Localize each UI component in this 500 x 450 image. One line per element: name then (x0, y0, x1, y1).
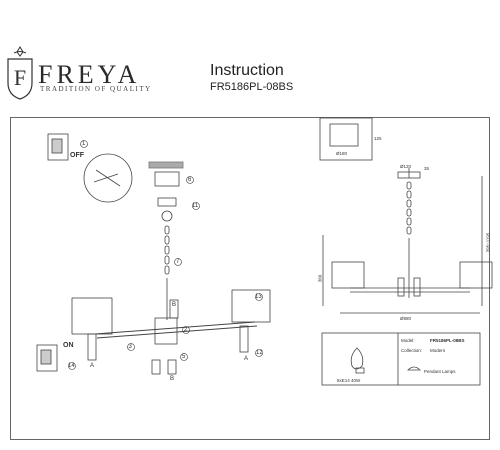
bulb-icon (350, 347, 364, 370)
document-title: Instruction (210, 62, 284, 79)
spec-collection-label: Collection: (401, 348, 423, 353)
part-b-lower: B (170, 376, 175, 382)
center-hub (154, 317, 178, 345)
part-a-right: A (244, 356, 249, 362)
marker-11: 11 (192, 203, 199, 209)
brand-tagline: TRADITION OF QUALITY (40, 85, 152, 93)
brand-logo: F (7, 46, 33, 100)
dim-canopy-diameter: Ø180 (336, 151, 348, 156)
dim-left-shade (331, 261, 365, 289)
brand-name: FREYA (38, 60, 141, 89)
switch-box-on (36, 344, 58, 372)
marker-1: 1 (82, 141, 86, 147)
instruction-frame (10, 117, 490, 440)
dim-canopy-height: 125 (374, 136, 382, 141)
lamp-arms (94, 321, 258, 339)
marker-13: 13 (255, 294, 262, 300)
dim-right-shade (459, 261, 493, 289)
spec-bulb: 8xE14 40W (337, 378, 361, 383)
dim-top-diameter: Ø120 (400, 164, 412, 169)
spec-type: Pendant Lamps (424, 369, 456, 374)
pendant-lamp-icon (407, 366, 421, 371)
marker-2: 2 (184, 327, 188, 333)
spec-model-label: Model: (401, 338, 415, 343)
dimension-drawing (319, 117, 493, 386)
part-b-upper: B (172, 302, 177, 308)
spec-collection-value: Modern (430, 348, 446, 353)
spec-box (321, 332, 481, 386)
marker-3: 3 (128, 344, 132, 350)
step-markers (68, 140, 263, 370)
marker-5: 5 (182, 354, 186, 360)
dim-body-height: 360 (317, 274, 323, 283)
ceiling (148, 161, 184, 169)
marker-6: 6 (188, 177, 192, 183)
switch-off-label: OFF (70, 152, 84, 159)
chain (164, 225, 170, 275)
model-number: FR5186PL-08BS (210, 81, 294, 93)
canopy-top-view (319, 117, 373, 161)
wiring-detail-circle (83, 153, 133, 203)
right-candle (239, 325, 249, 353)
switch-on-label: ON (63, 342, 74, 349)
ceiling-bracket (154, 171, 180, 187)
dim-cap: 35 (424, 166, 430, 171)
left-shade (71, 297, 113, 335)
left-candle (87, 333, 97, 361)
marker-7: 7 (176, 259, 180, 265)
marker-12: 12 (256, 350, 263, 356)
dim-height-range: 395~1195 (485, 232, 491, 253)
marker-14: 14 (68, 363, 75, 369)
part-a-left: A (90, 363, 95, 369)
svg-text:F: F (14, 65, 26, 90)
dim-width: Ø880 (400, 316, 412, 321)
canopy (157, 197, 177, 207)
switch-box-off (47, 133, 69, 161)
spec-model-value: FR5186PL-08BS (430, 338, 465, 343)
right-shade (231, 289, 271, 323)
